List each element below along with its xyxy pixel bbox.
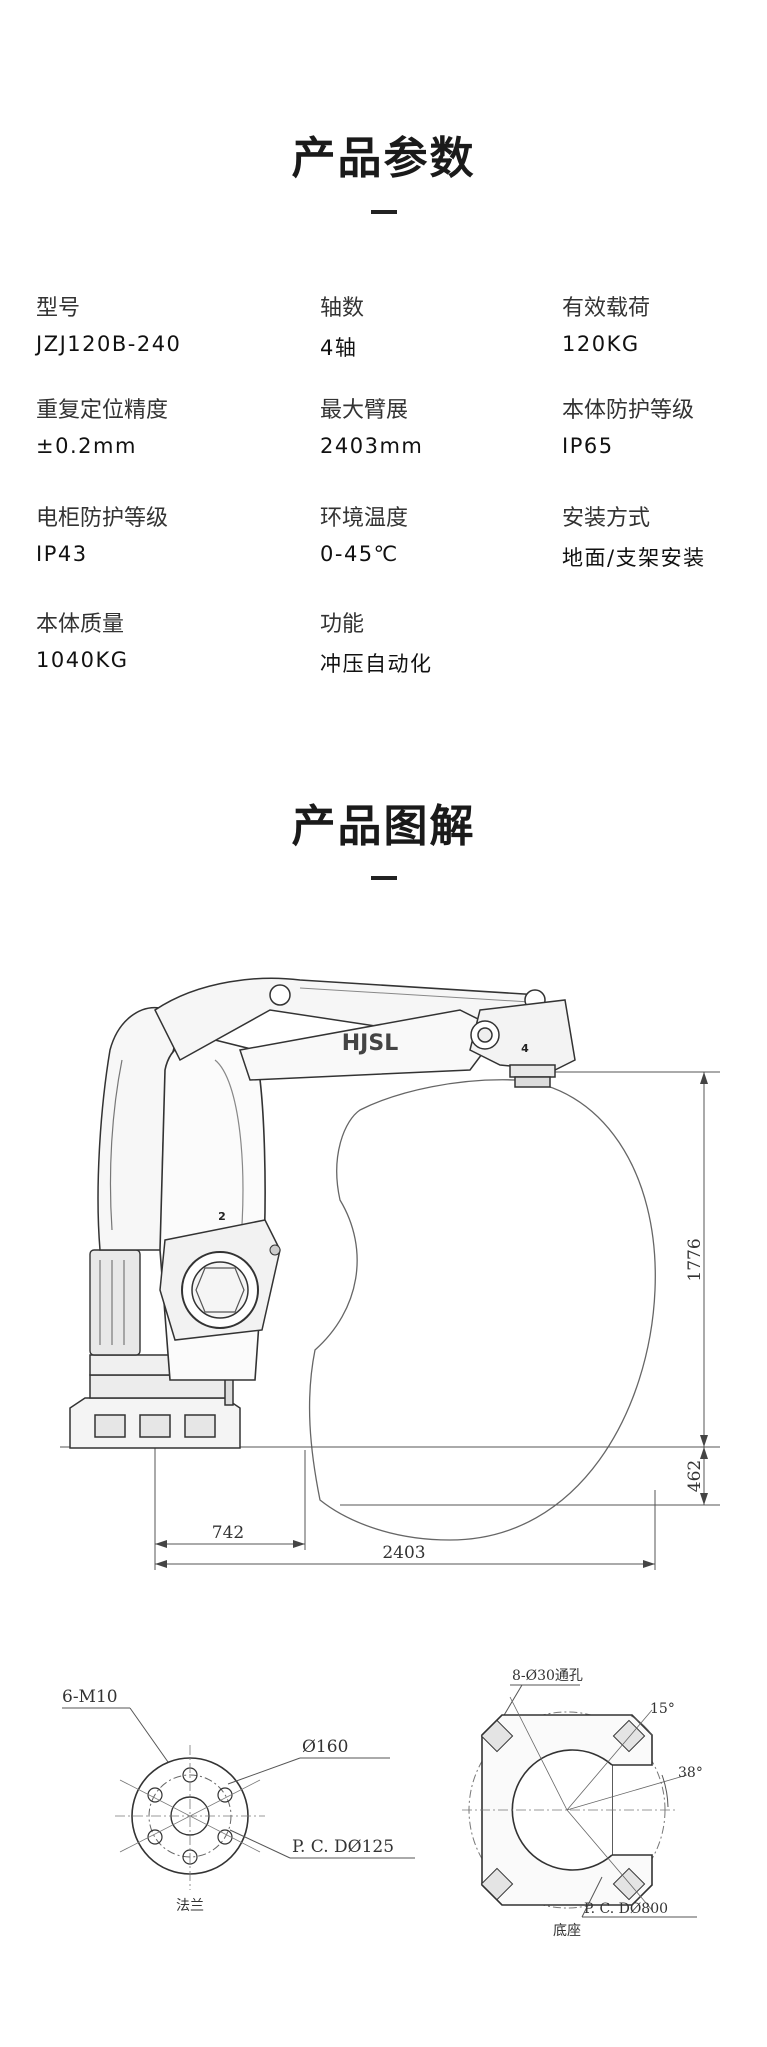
spec-value: 2403mm (320, 434, 424, 458)
robot-side-view-diagram: 1776 462 742 2403 2 (60, 977, 720, 1570)
work-envelope (308, 1079, 656, 1541)
spec-label: 本体质量 (36, 612, 125, 637)
robot-wrist (469, 999, 576, 1088)
spec-model: 型号 JZJ120B-240 (36, 290, 181, 356)
spec-value: 120KG (562, 332, 640, 356)
arrow-icon (700, 1447, 708, 1459)
arrow-icon (293, 1540, 305, 1548)
dimension-label-2403: 2403 (382, 1543, 425, 1563)
robot-joint-2 (159, 1219, 281, 1341)
base-pcd-label: P. C. DØ800 (584, 1901, 668, 1917)
spec-value: 1040KG (36, 648, 129, 672)
dimension-label-742: 742 (212, 1523, 244, 1543)
spec-label: 环境温度 (320, 506, 409, 531)
spec-label: 功能 (320, 612, 365, 637)
spec-value: IP43 (36, 542, 88, 566)
spec-axes: 轴数 4轴 (320, 290, 364, 362)
base-angle-38: 38° (678, 1765, 703, 1781)
robot-motor-housing (89, 1249, 141, 1356)
flange-diagram: 6-M10 Ø160 P. C. DØ125 法兰 (62, 1687, 415, 1914)
spec-value: 4轴 (320, 336, 358, 360)
robot-logo: HJSL (342, 1031, 398, 1056)
spec-value: IP65 (562, 434, 614, 458)
spec-payload: 有效载荷 120KG (562, 290, 650, 356)
spec-mounting: 安装方式 地面/支架安装 (562, 500, 706, 572)
arrow-icon (700, 1072, 708, 1084)
axis-4-label: 4 (521, 1042, 529, 1055)
robot-forearm: HJSL (239, 1009, 502, 1081)
base-diagram: 8-Ø30通孔 15° 38° P. C. DØ800 底座 (462, 1668, 703, 1939)
base-angle-15: 15° (650, 1701, 675, 1717)
arrow-icon (155, 1560, 167, 1568)
arrow-icon (643, 1560, 655, 1568)
spec-label: 安装方式 (562, 506, 651, 531)
arrow-icon (700, 1493, 708, 1505)
robot-upper-arm (154, 977, 557, 1062)
spec-label: 电柜防护等级 (36, 506, 169, 531)
base-caption: 底座 (553, 1923, 581, 1939)
spec-label: 有效载荷 (562, 296, 651, 321)
spec-label: 重复定位精度 (36, 398, 169, 423)
spec-value: 地面/支架安装 (562, 546, 706, 570)
diagram-title-underline (371, 876, 397, 880)
spec-body-protection: 本体防护等级 IP65 (562, 392, 694, 458)
spec-cabinet-protection: 电柜防护等级 IP43 (36, 500, 168, 566)
dimension-label-462: 462 (685, 1460, 705, 1492)
arrow-icon (700, 1435, 708, 1447)
diagram-title: 产品图解 (291, 801, 476, 852)
spec-label: 型号 (36, 296, 81, 321)
spec-reach: 最大臂展 2403mm (320, 392, 423, 458)
flange-holes-label: 6-M10 (62, 1687, 118, 1707)
spec-value: JZJ120B-240 (36, 332, 182, 356)
flange-caption: 法兰 (176, 1898, 204, 1914)
flange-pcd-label: P. C. DØ125 (292, 1837, 394, 1857)
spec-temperature: 环境温度 0-45℃ (320, 500, 408, 566)
base-holes-label: 8-Ø30通孔 (512, 1668, 583, 1684)
axis-2-label: 2 (218, 1210, 226, 1223)
spec-value: 冲压自动化 (320, 652, 433, 676)
spec-value: 0-45℃ (320, 542, 399, 566)
spec-value: ±0.2mm (36, 434, 137, 458)
arrow-icon (155, 1540, 167, 1548)
spec-label: 轴数 (320, 296, 365, 321)
params-title-underline (371, 210, 397, 214)
spec-label: 最大臂展 (320, 398, 409, 423)
params-title: 产品参数 (291, 133, 476, 184)
flange-diameter-label: Ø160 (302, 1737, 348, 1757)
spec-weight: 本体质量 1040KG (36, 606, 129, 672)
spec-label: 本体防护等级 (562, 398, 695, 423)
spec-repeatability: 重复定位精度 ±0.2mm (36, 392, 168, 458)
spec-function: 功能 冲压自动化 (320, 606, 433, 678)
dimension-label-1776: 1776 (685, 1238, 705, 1281)
